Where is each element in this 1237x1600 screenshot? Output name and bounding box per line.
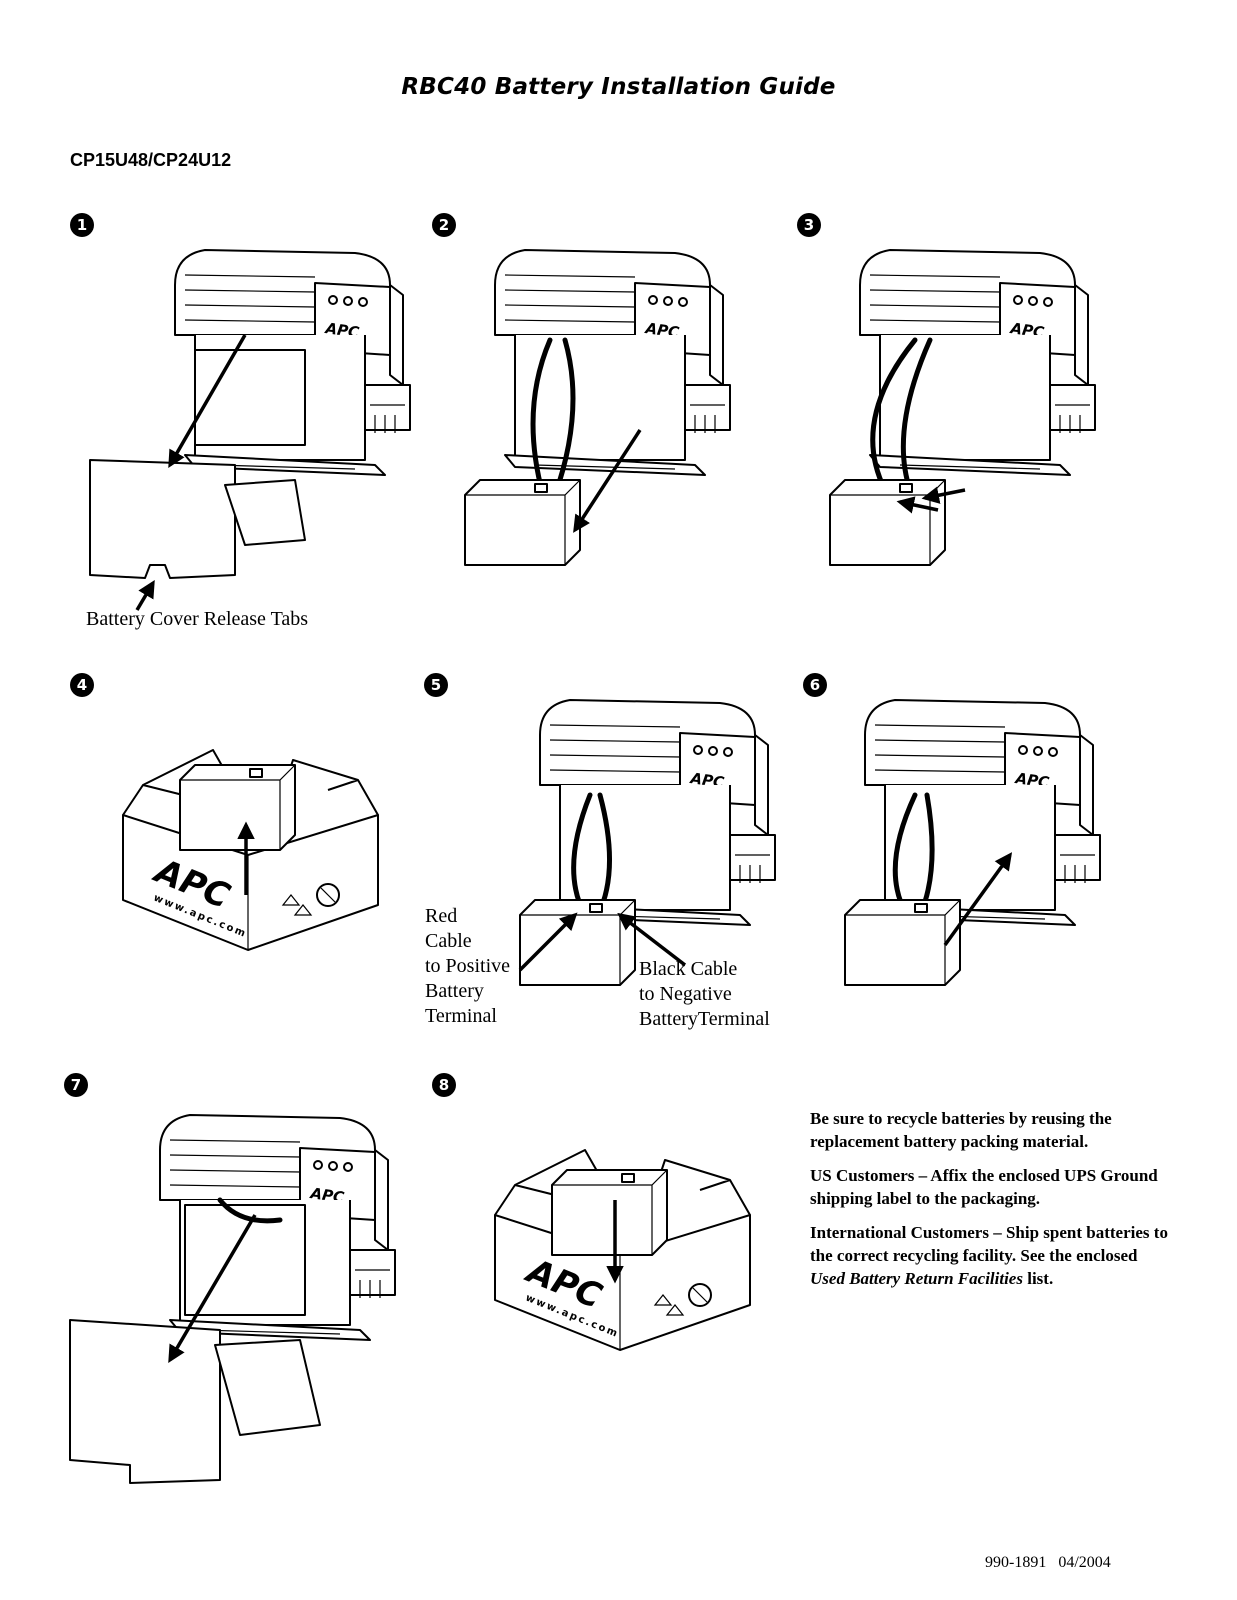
international-customers-note: International Customers – Ship spent bat…: [810, 1221, 1170, 1290]
us-customers-note: US Customers – Affix the enclosed UPS Gr…: [810, 1166, 1158, 1208]
step-5-illustration: [518, 699, 776, 986]
document-date: 04/2004: [1058, 1554, 1111, 1571]
intl-note-text: International Customers – Ship spent bat…: [810, 1223, 1168, 1265]
step-2-marker: 2: [432, 213, 456, 237]
red-cable-label: Red Cable to Positive Battery Terminal: [425, 904, 510, 1029]
model-numbers: CP15U48/CP24U12: [70, 150, 232, 170]
step-4-marker: 4: [70, 673, 94, 697]
step-3-marker: 3: [797, 213, 821, 237]
document-number: 990-1891: [985, 1554, 1047, 1571]
intl-note-end: list.: [1022, 1269, 1054, 1288]
step-1-illustration: [89, 249, 411, 611]
black-cable-label: Black Cable to Negative BatteryTerminal: [639, 957, 770, 1032]
document-footer: 990-1891 04/2004: [985, 1554, 1111, 1572]
step-6-illustration: [844, 699, 1101, 986]
step-3-illustration: [829, 249, 1096, 566]
black-cable-line-2: to Negative: [639, 983, 732, 1005]
red-cable-line-1: Red: [425, 905, 458, 927]
step-7-illustration: [69, 1114, 396, 1484]
recycling-notes: Be sure to recycle batteries by reusing …: [810, 1107, 1170, 1301]
used-battery-return-facilities-title: Used Battery Return Facilities: [810, 1269, 1023, 1288]
step-2-illustration: [464, 249, 731, 566]
step-6-marker: 6: [803, 673, 827, 697]
page-title: RBC40 Battery Installation Guide: [401, 74, 836, 100]
red-cable-line-3: to Positive: [425, 955, 511, 977]
step-4-illustration: [122, 749, 379, 951]
step-8-illustration: [494, 1149, 751, 1351]
black-cable-line-3: BatteryTerminal: [639, 1008, 770, 1030]
red-cable-line-5: Terminal: [425, 1005, 497, 1027]
step-1-marker: 1: [70, 213, 94, 237]
red-cable-line-2: Cable: [425, 930, 472, 952]
battery-cover-release-tabs-label: Battery Cover Release Tabs: [86, 608, 309, 630]
recycle-note: Be sure to recycle batteries by reusing …: [810, 1109, 1112, 1151]
step-7-marker: 7: [64, 1073, 88, 1097]
step-8-marker: 8: [432, 1073, 456, 1097]
step-5-marker: 5: [424, 673, 448, 697]
black-cable-line-1: Black Cable: [639, 958, 738, 980]
red-cable-line-4: Battery: [425, 980, 484, 1002]
